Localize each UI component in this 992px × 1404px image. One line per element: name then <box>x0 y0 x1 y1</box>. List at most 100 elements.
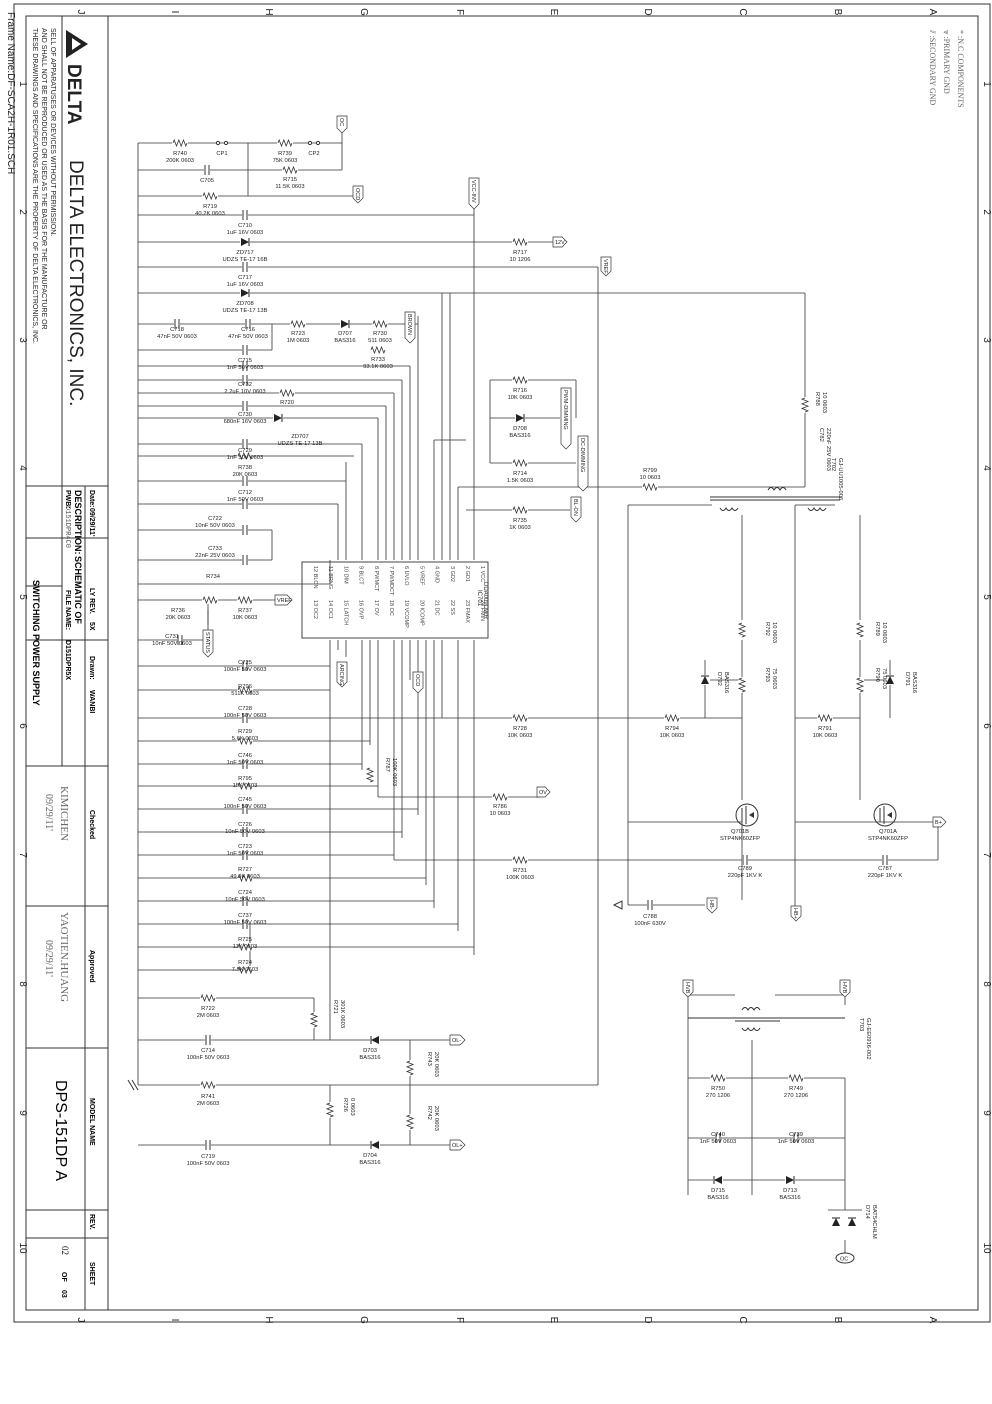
ic-pin-label: 5 VREF <box>418 566 424 586</box>
component-ref: R742 <box>426 1106 432 1120</box>
column-marker: E <box>548 9 559 16</box>
component-value: 49.9K 0603 <box>230 874 260 880</box>
net-b-plus-flag <box>932 816 947 828</box>
component-value: 511 0603 <box>368 338 392 344</box>
component-ref: R793 <box>764 668 770 682</box>
component-ref: C717 <box>238 275 252 281</box>
resistor-symbol <box>237 736 253 746</box>
net-dc-dimming: DC-DIMMING <box>579 438 585 472</box>
column-marker: A <box>927 9 938 16</box>
component-ref: C746 <box>238 753 252 759</box>
component-value: 100K 0603 <box>391 758 397 786</box>
net-oc-bottom: OC <box>840 1257 848 1263</box>
row-marker: 9 <box>981 1110 992 1116</box>
component-ref: C726 <box>238 822 252 828</box>
drawn-label: Drawn: <box>88 656 95 680</box>
resistor-symbol <box>237 685 253 695</box>
component-value: 200K 0603 <box>166 158 194 164</box>
ic-pin-label: 1 VCC <box>479 566 485 582</box>
component-value: 1nF 50V 0603 <box>700 1139 736 1145</box>
row-marker: 7 <box>17 852 28 858</box>
component-value: 511K 0603 <box>231 691 259 697</box>
diode-symbol <box>786 1176 794 1184</box>
component-ref: C732 <box>238 382 252 388</box>
component-ref: R794 <box>665 726 680 732</box>
component-value: BAS316 <box>509 433 530 439</box>
resistor-symbol <box>512 713 528 723</box>
component-value: UDZS TE-17 13B <box>278 441 323 447</box>
ic-pin-label: 21 DC <box>434 600 440 616</box>
net-oc-bottom-flag <box>835 1252 855 1264</box>
component-ref: C729 <box>238 448 252 454</box>
component-value: BAT54CHLM <box>871 1205 877 1239</box>
note-nc: * :N.C COMPONENTS <box>956 30 965 108</box>
sheet-number: 02 <box>60 1246 70 1255</box>
ic-pin-label: 6 UVLO <box>403 566 409 586</box>
component-ref: R729 <box>238 729 252 735</box>
column-marker: B <box>832 1317 843 1324</box>
ic-pin-label: 8 PWMCT <box>373 566 379 592</box>
component-ref: R792 <box>764 622 770 636</box>
ic-pin-label: 2 GD1 <box>464 566 470 582</box>
net-12v-flag <box>552 236 568 248</box>
ic-pin-label: 11 BRNG <box>327 566 333 589</box>
net-ocd-top: OCD <box>354 188 360 200</box>
resistor-symbol <box>405 1114 415 1130</box>
component-ref: D707 <box>338 331 352 337</box>
component-ref: D708 <box>513 426 527 432</box>
component-value: 680nF 16V 0603 <box>224 419 267 425</box>
net-vref-top-flag <box>600 256 612 277</box>
component-value: 20K 0603 <box>433 1052 439 1077</box>
column-marker: B <box>832 9 843 16</box>
outer-border <box>13 3 991 1323</box>
component-ref: C715 <box>238 358 252 364</box>
row-marker: 10 <box>17 1242 28 1254</box>
component-ref: R717 <box>513 250 527 256</box>
component-ref: C787 <box>878 866 892 872</box>
component-value: 75 0603 <box>881 668 887 689</box>
component-ref: C725 <box>238 660 252 666</box>
component-ref: D703 <box>363 1048 377 1054</box>
component-value: 1nF 50V 0603 <box>227 760 263 766</box>
resistor-symbol <box>237 451 253 461</box>
component-value: 22nF 25V 0603 <box>195 553 235 559</box>
component-ref: C722 <box>208 516 222 522</box>
net-oc-top-flag <box>336 115 348 134</box>
component-ref: C740 <box>711 1132 725 1138</box>
note-secondary-gnd: ⫽ :SECONDARY GND <box>928 29 937 106</box>
net-vref-mid: VREF <box>277 598 292 604</box>
component-value: 10K 0603 <box>813 733 838 739</box>
q701a-mosfet <box>873 803 897 827</box>
component-ref: C718 <box>170 327 184 333</box>
component-ref: R741 <box>201 1094 215 1100</box>
net-bl-on-flag <box>570 496 582 523</box>
row-marker: 8 <box>981 981 992 987</box>
approved-name: YAOTIEN.HUANG <box>58 912 70 1002</box>
net-vcc-inv: VCC-INV <box>470 180 476 203</box>
component-ref: Q701A <box>879 829 897 835</box>
net-hvb-left-flag <box>682 979 694 998</box>
component-ref: R796 <box>238 684 252 690</box>
component-ref: R743 <box>426 1052 432 1066</box>
component-ref: R789 <box>874 622 880 636</box>
component-value: 2M 0603 <box>197 1101 220 1107</box>
component-ref: R719 <box>203 204 217 210</box>
model-name-label: MODEL NAME <box>88 1098 95 1146</box>
component-value: 10 0603 <box>821 392 827 413</box>
resistor-symbol <box>405 1060 415 1076</box>
component-ref: D791 <box>904 672 910 686</box>
component-value: BAS316 <box>359 1160 380 1166</box>
diode-symbol <box>371 1036 379 1044</box>
net-arcing-flag <box>336 661 348 688</box>
company-name: DELTA ELECTRONICS, INC. <box>65 160 86 406</box>
column-marker: I <box>169 1319 180 1322</box>
net-brown: BROWN <box>406 314 412 335</box>
net-ov: OV <box>539 790 547 796</box>
copper-pad-symbol <box>307 140 313 146</box>
component-ref: C737 <box>238 913 252 919</box>
